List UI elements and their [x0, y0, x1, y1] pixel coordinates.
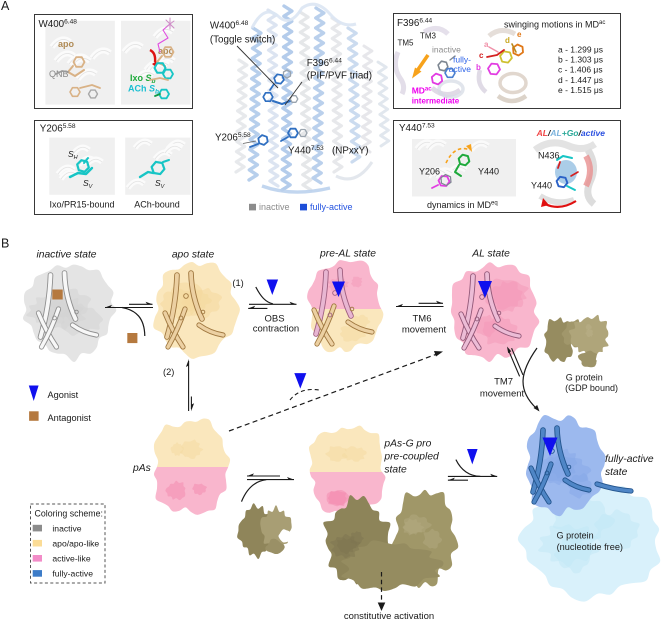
svg-text:Y440: Y440 — [531, 181, 552, 191]
svg-text:(nucleotide free): (nucleotide free) — [557, 542, 623, 552]
svg-text:a - 1.299 μs: a - 1.299 μs — [558, 45, 603, 55]
svg-text:ACh-bound: ACh-bound — [134, 200, 180, 210]
svg-text:c: c — [479, 51, 484, 60]
svg-text:movement: movement — [480, 389, 525, 400]
svg-text:Y2065.58: Y2065.58 — [40, 123, 76, 135]
svg-text:B: B — [1, 237, 9, 251]
svg-text:pre-coupled: pre-coupled — [383, 452, 439, 463]
svg-text:apo: apo — [158, 46, 175, 56]
svg-text:(PIF/PVF triad): (PIF/PVF triad) — [307, 71, 372, 82]
svg-text:active: active — [449, 64, 471, 74]
svg-text:pAs: pAs — [132, 463, 151, 474]
svg-text:b: b — [476, 63, 481, 72]
svg-text:Y4407.53: Y4407.53 — [288, 145, 324, 157]
svg-text:A: A — [1, 0, 10, 13]
svg-text:AL/AL+Go/active: AL/AL+Go/active — [536, 128, 606, 138]
svg-text:Ixo/PR15-bound: Ixo/PR15-bound — [49, 200, 114, 210]
svg-text:Y206: Y206 — [419, 167, 440, 177]
svg-text:Agonist: Agonist — [48, 390, 79, 400]
svg-text:swinging motions in MDac: swinging motions in MDac — [504, 20, 605, 30]
svg-text:state: state — [605, 467, 628, 478]
svg-text:TM3: TM3 — [420, 32, 437, 41]
svg-text:TM7: TM7 — [494, 377, 513, 388]
svg-text:state: state — [384, 465, 407, 476]
svg-text:active-like: active-like — [52, 554, 90, 564]
svg-text:a: a — [484, 40, 489, 49]
svg-text:TM5: TM5 — [398, 39, 415, 48]
svg-text:apo: apo — [58, 39, 75, 49]
svg-text:QNB: QNB — [49, 69, 69, 79]
svg-text:intermediate: intermediate — [412, 97, 460, 106]
svg-text:inactive state: inactive state — [36, 250, 96, 261]
svg-text:(GDP bound): (GDP bound) — [565, 383, 618, 393]
svg-text:SH: SH — [68, 149, 78, 161]
svg-text:OBS: OBS — [264, 314, 284, 325]
svg-text:F3966.44: F3966.44 — [397, 18, 433, 30]
svg-text:d: d — [505, 36, 510, 45]
svg-text:apo/apo-like: apo/apo-like — [52, 539, 99, 549]
svg-text:(NPxxY): (NPxxY) — [332, 146, 368, 157]
svg-text:apo state: apo state — [172, 250, 215, 261]
svg-text:(2): (2) — [163, 367, 174, 377]
svg-text:Ixo Sb: Ixo Sb — [130, 73, 156, 85]
svg-text:SV: SV — [155, 178, 166, 190]
svg-text:W4006.48: W4006.48 — [39, 19, 78, 31]
svg-text:fully-: fully- — [453, 55, 471, 65]
svg-text:MDac: MDac — [412, 86, 433, 96]
svg-text:Y4407.53: Y4407.53 — [399, 123, 435, 135]
svg-text:inactive: inactive — [259, 202, 290, 212]
svg-text:(Toggle switch): (Toggle switch) — [210, 35, 275, 46]
svg-text:inactive: inactive — [432, 45, 461, 55]
svg-text:b - 1.303 μs: b - 1.303 μs — [558, 55, 603, 65]
svg-text:fully-active: fully-active — [605, 454, 654, 465]
svg-text:inactive: inactive — [52, 523, 81, 533]
svg-text:dynamics in MDeq: dynamics in MDeq — [427, 200, 498, 210]
svg-text:e: e — [517, 30, 522, 39]
svg-text:N436: N436 — [538, 151, 560, 161]
svg-text:(1): (1) — [232, 278, 243, 288]
svg-text:Coloring scheme:: Coloring scheme: — [35, 509, 103, 519]
svg-text:G protein: G protein — [566, 373, 603, 383]
svg-text:SV: SV — [83, 178, 94, 190]
svg-text:F3966.44: F3966.44 — [307, 58, 343, 70]
svg-text:Y440: Y440 — [478, 167, 499, 177]
svg-text:contraction: contraction — [253, 324, 299, 335]
svg-text:Y2065.58: Y2065.58 — [215, 132, 251, 144]
svg-text:AL state: AL state — [471, 249, 510, 260]
svg-text:c - 1.406 μs: c - 1.406 μs — [558, 65, 603, 75]
svg-text:W4006.48: W4006.48 — [210, 20, 249, 32]
svg-text:G protein: G protein — [557, 531, 594, 541]
svg-text:d - 1.447 μs: d - 1.447 μs — [558, 75, 603, 85]
svg-text:fully-active: fully-active — [52, 569, 93, 579]
svg-text:pre-AL state: pre-AL state — [319, 249, 376, 260]
svg-text:pAs-G pro: pAs-G pro — [383, 439, 431, 450]
svg-text:fully-active: fully-active — [310, 202, 353, 212]
svg-text:ACh Sb: ACh Sb — [128, 84, 159, 96]
svg-text:e - 1.515 μs: e - 1.515 μs — [558, 85, 603, 95]
svg-text:Antagonist: Antagonist — [48, 413, 92, 423]
svg-text:TM6: TM6 — [413, 314, 432, 325]
svg-text:movement: movement — [402, 325, 447, 336]
svg-text:constitutive activation: constitutive activation — [344, 611, 434, 622]
